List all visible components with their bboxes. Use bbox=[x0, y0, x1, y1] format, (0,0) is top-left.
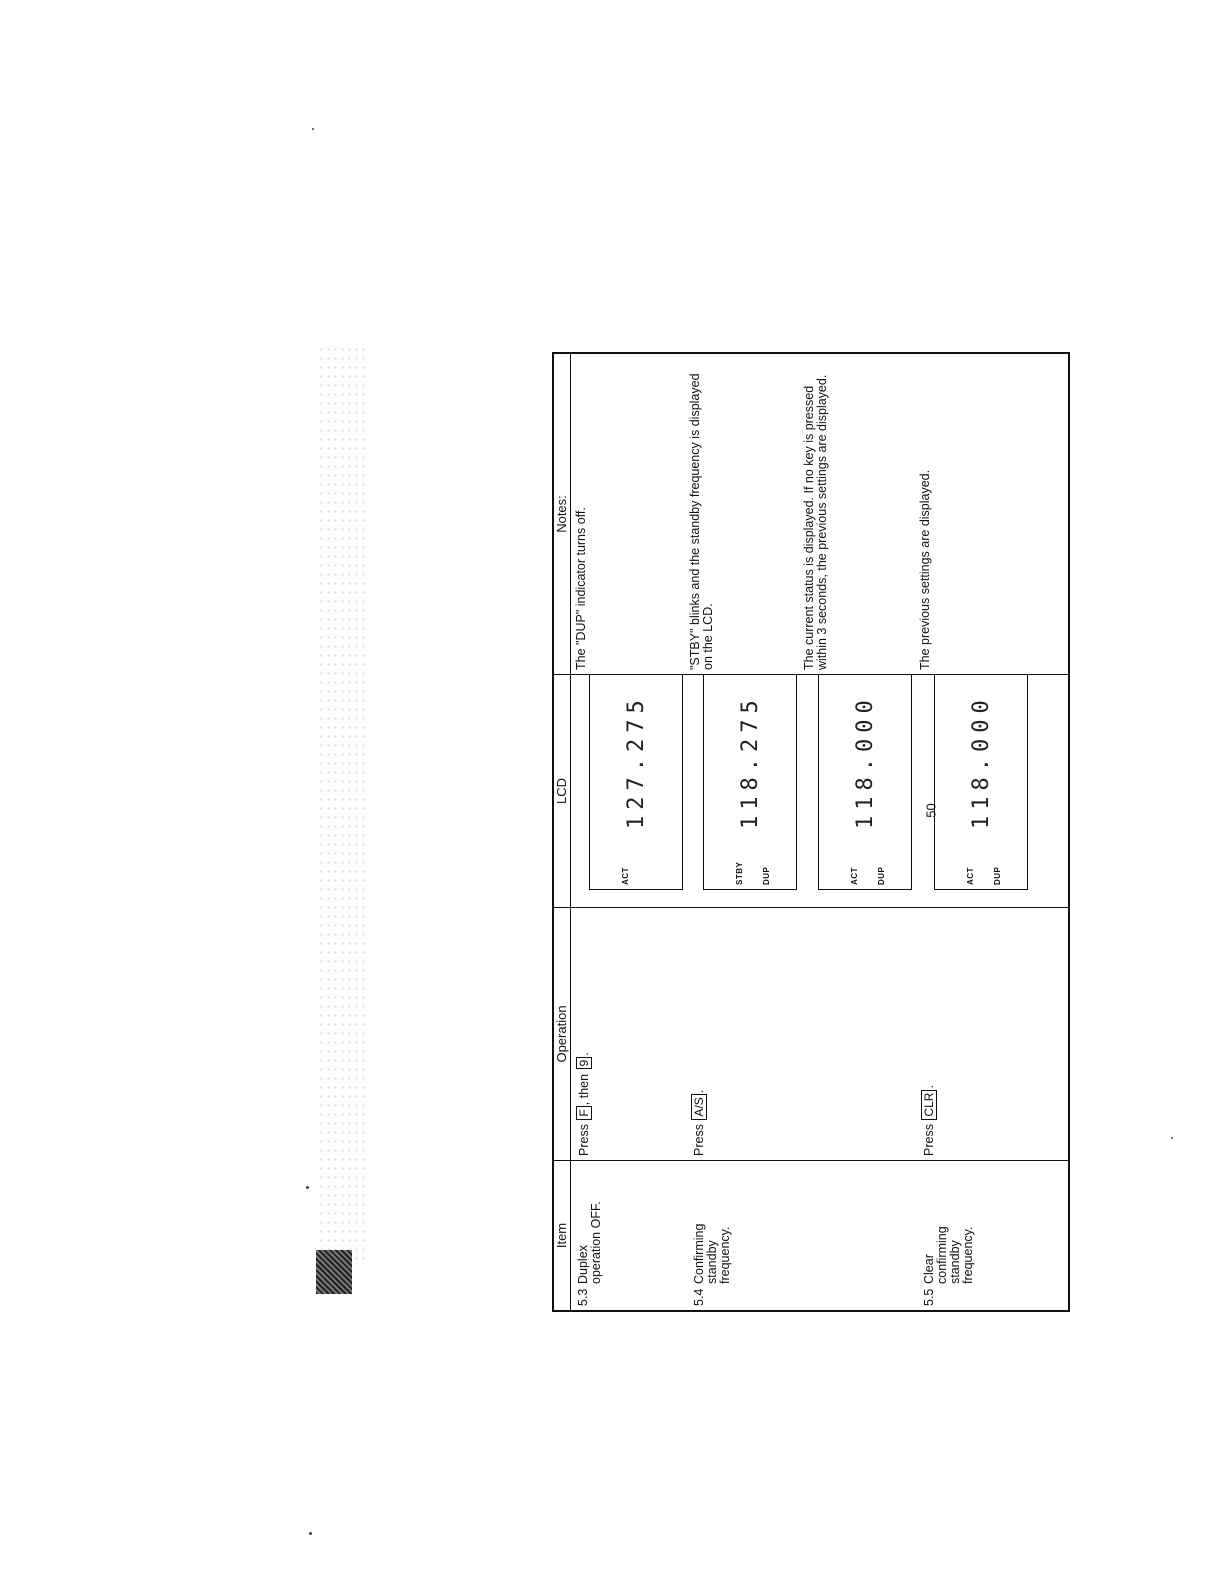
note-5-3: The "DUP" indicator turns off. bbox=[574, 507, 588, 670]
item-column: 5.3 Duplex operation OFF. 5.4 Confirming… bbox=[571, 1160, 1068, 1310]
item-label: Clear confirming standby frequency. bbox=[922, 1226, 975, 1284]
procedure-table: Item Operation LCD Notes: 5.3 Duplex ope… bbox=[552, 352, 1070, 1312]
dup-indicator: DUP bbox=[993, 866, 1002, 885]
f-key: F bbox=[576, 1106, 592, 1120]
scan-edge-mark bbox=[316, 1250, 352, 1294]
header-notes: Notes: bbox=[554, 495, 569, 533]
scan-speck bbox=[306, 1186, 309, 1189]
lcd-display: ACT DUP 118.000 bbox=[818, 674, 912, 890]
nine-key: 9 bbox=[576, 1056, 592, 1070]
notes-column: The "DUP" indicator turns off. "STBY" bl… bbox=[571, 354, 1068, 674]
header-operation: Operation bbox=[554, 907, 570, 1160]
item-label: Duplex operation OFF. bbox=[576, 1201, 603, 1284]
scan-speck bbox=[1171, 1137, 1173, 1139]
lcd-column: ACT 127.275 STBY DUP 118.275 ACT DUP 118… bbox=[571, 674, 1068, 907]
item-number: 5.3 bbox=[576, 1288, 590, 1306]
operation-column: Press F, then 9. Press A/S. Press CLR. bbox=[571, 907, 1068, 1160]
item-label: Confirming standby frequency. bbox=[692, 1223, 732, 1284]
item-5-3: 5.3 Duplex operation OFF. bbox=[576, 1167, 603, 1306]
item-number: 5.5 bbox=[922, 1288, 936, 1306]
header-lcd: LCD bbox=[554, 674, 570, 907]
as-key: A/S bbox=[691, 1094, 707, 1120]
page-number: 50 bbox=[923, 803, 939, 818]
operation-5-3: Press F, then 9. bbox=[576, 1052, 592, 1156]
scan-speck bbox=[309, 1532, 312, 1535]
operation-5-4: Press A/S. bbox=[691, 1089, 707, 1156]
note-status: The current status is displayed. If no k… bbox=[802, 374, 829, 670]
lcd-frequency: 118.000 bbox=[853, 694, 878, 829]
clr-key: CLR bbox=[921, 1089, 937, 1120]
note-5-5: The previous settings are displayed. bbox=[918, 469, 932, 670]
act-indicator: ACT bbox=[621, 867, 630, 885]
lcd-frequency: 118.000 bbox=[969, 694, 994, 829]
lcd-display: STBY DUP 118.275 bbox=[703, 674, 797, 890]
lcd-display: ACT DUP 118.000 bbox=[934, 674, 1028, 890]
dup-indicator: DUP bbox=[762, 866, 771, 885]
item-5-4: 5.4 Confirming standby frequency. bbox=[692, 1167, 732, 1306]
item-5-5: 5.5 Clear confirming standby frequency. bbox=[922, 1167, 975, 1306]
table-body: 5.3 Duplex operation OFF. 5.4 Confirming… bbox=[571, 354, 1068, 1310]
header-item: Item bbox=[554, 1160, 570, 1310]
lcd-frequency: 127.275 bbox=[624, 694, 649, 829]
act-indicator: ACT bbox=[850, 867, 859, 885]
lcd-frequency: 118.275 bbox=[738, 694, 763, 829]
dup-indicator: DUP bbox=[877, 866, 886, 885]
note-5-4: "STBY" blinks and the standby frequency … bbox=[688, 373, 715, 670]
act-indicator: ACT bbox=[966, 867, 975, 885]
scan-noise bbox=[318, 345, 368, 1265]
operation-5-5: Press CLR. bbox=[921, 1085, 937, 1156]
item-number: 5.4 bbox=[692, 1288, 706, 1306]
table-header: Item Operation LCD Notes: bbox=[554, 354, 571, 1310]
stby-indicator: STBY bbox=[735, 861, 744, 885]
lcd-display: ACT 127.275 bbox=[589, 674, 683, 890]
scan-speck bbox=[312, 128, 314, 130]
